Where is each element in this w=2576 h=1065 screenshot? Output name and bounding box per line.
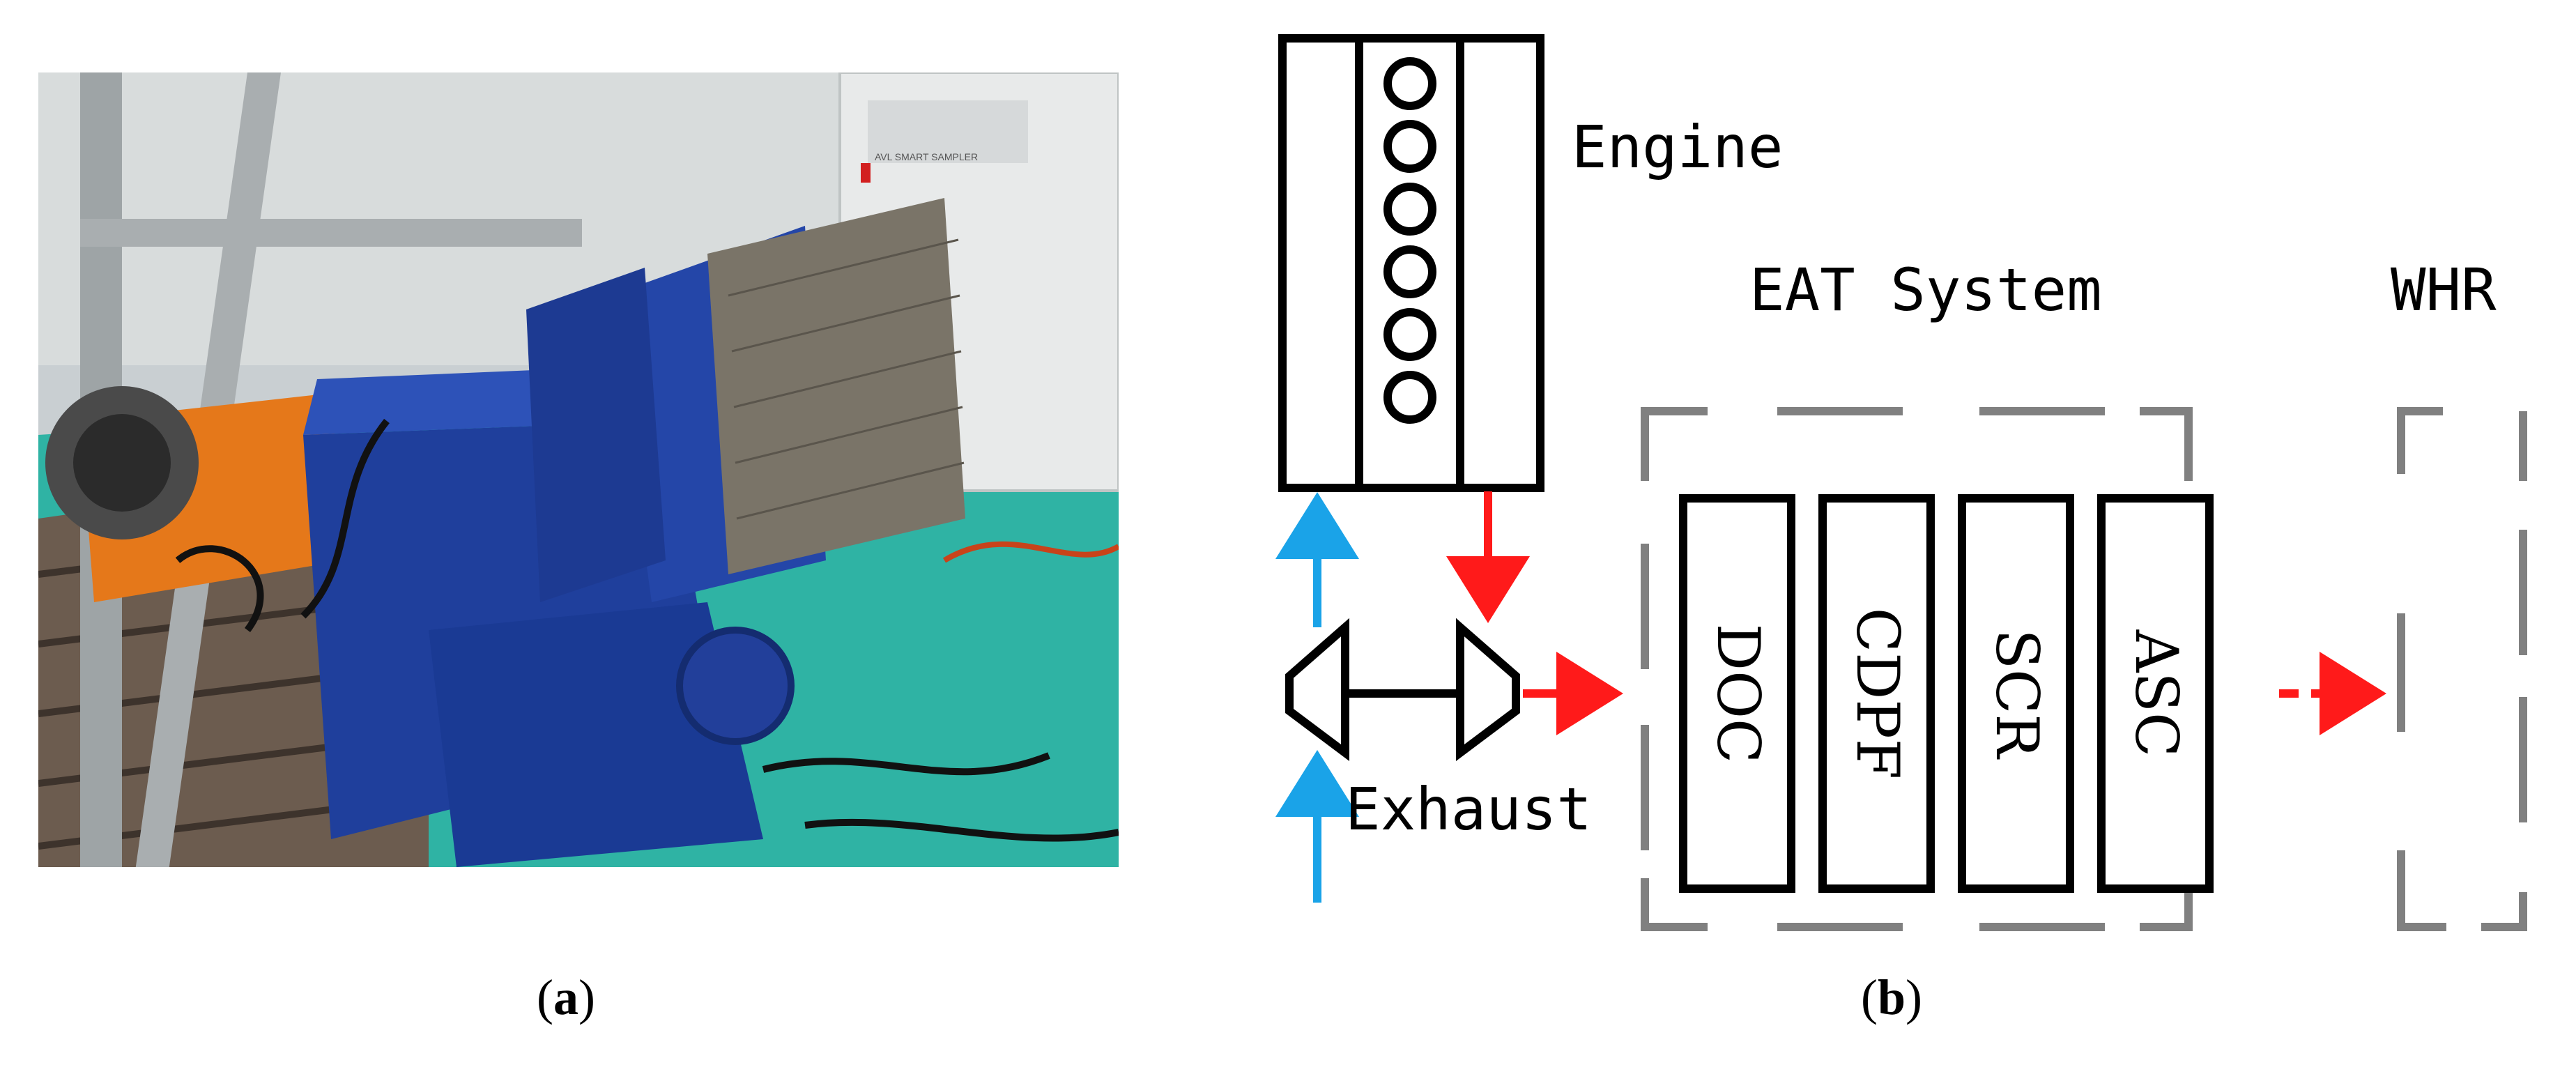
compressor xyxy=(1285,618,1349,761)
cdpf-label: CDPF xyxy=(1843,608,1912,779)
turbine xyxy=(1456,618,1520,761)
whr-label: WHR xyxy=(2391,256,2497,324)
whr-frame xyxy=(2397,407,2527,931)
test-bench-illustration: AVL SMART SAMPLER xyxy=(38,71,1120,867)
machine-label: AVL SMART SAMPLER xyxy=(875,151,978,162)
eat-system-label: EAT System xyxy=(1749,256,2102,324)
scr-label: SCR xyxy=(1983,629,2051,760)
exhaust-arrows xyxy=(1446,491,1623,735)
test-bench-photo: AVL SMART SAMPLER xyxy=(38,71,1120,867)
eat-schematic: Engine EAT System WHR Exhaust xyxy=(1275,28,2565,948)
caption-a-letter: a xyxy=(553,970,578,1025)
engine-label: Engine xyxy=(1572,113,1783,181)
asc-box xyxy=(2097,494,2214,893)
eat-components xyxy=(1679,494,2214,893)
engine-cylinders xyxy=(1383,57,1436,424)
caption-b: (b) xyxy=(1861,970,1923,1025)
engine-block xyxy=(1278,34,1544,492)
turbocharger xyxy=(1285,618,1520,761)
doc-label: DOC xyxy=(1704,624,1772,763)
scr-box xyxy=(1958,494,2074,893)
exhaust-label: Exhaust xyxy=(1345,775,1592,843)
caption-a: (a) xyxy=(537,970,595,1025)
caption-b-letter: b xyxy=(1877,970,1906,1025)
asc-label: ASC xyxy=(2122,629,2191,757)
schematic-svg: Engine EAT System WHR Exhaust xyxy=(1275,34,2527,931)
doc-box xyxy=(1679,494,1795,893)
cdpf-box xyxy=(1818,494,1935,893)
